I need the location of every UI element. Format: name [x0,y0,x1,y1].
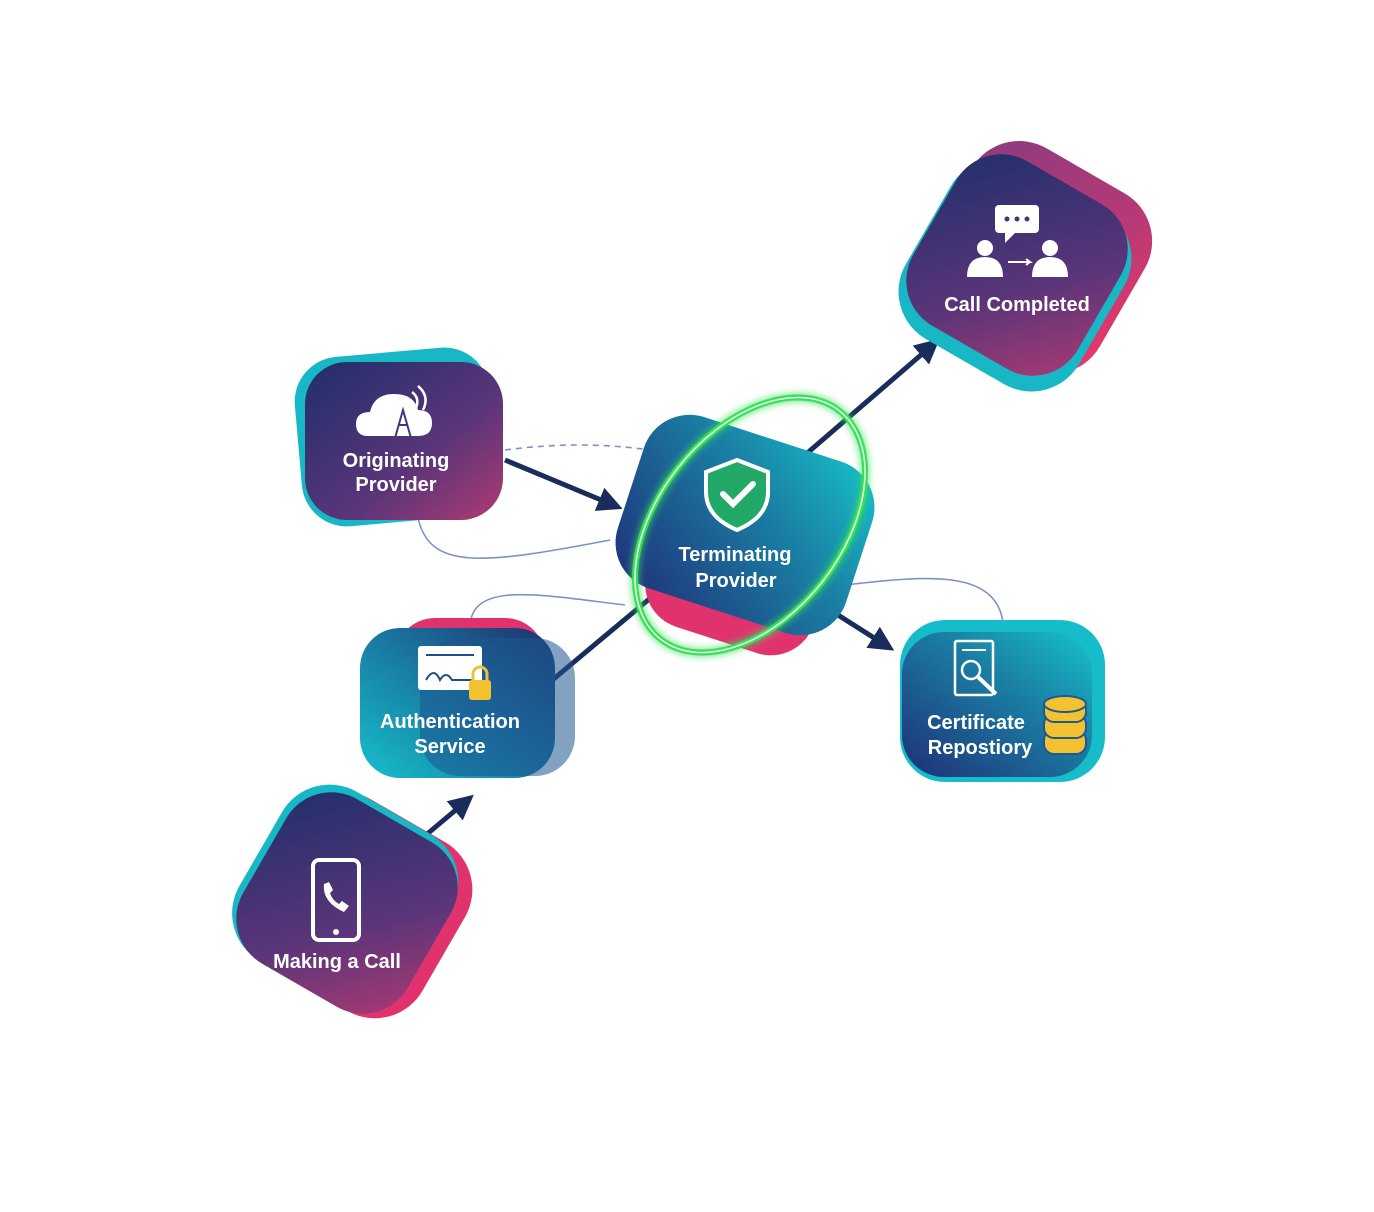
curve-originating-terminating [417,517,611,560]
shield-check-icon [704,457,770,533]
cloud-tower-icon [356,385,432,439]
terminating-label-line1: Terminating [679,544,792,566]
document-search-database-icon [953,639,1087,755]
curve-terminating-certificate [844,577,1004,623]
arrow-terminating-to-certificate [836,612,895,651]
people-chat-icon [967,205,1068,277]
connectors [417,444,1004,629]
originating-label-line2: Provider [355,474,436,496]
certificate-label-line2: Repostiory [928,737,1033,759]
node-making-a-call[interactable]: Making a Call [212,764,493,1038]
authentication-label-line1: Authentication [380,711,520,733]
phone-icon [311,858,361,942]
arrow-originating-to-terminating [504,457,623,511]
node-terminating-provider[interactable]: Terminating Provider [588,354,912,696]
originating-label-line1: Originating [343,450,450,472]
arrow-terminating-to-call-completed [803,338,940,457]
dashed-connector [504,444,651,451]
certificate-label-line1: Certificate [927,712,1025,734]
terminating-label-line2: Provider [695,570,776,592]
call-completed-label: Call Completed [944,294,1090,316]
making-call-label: Making a Call [273,951,401,973]
node-originating-provider[interactable]: Originating Provider [291,344,503,530]
node-call-completed[interactable]: Call Completed [878,121,1172,412]
curve-auth-terminating [469,593,626,629]
authentication-label-line2: Service [414,736,485,758]
certificate-lock-icon [418,646,491,700]
node-certificate-repository[interactable]: Certificate Repostiory [900,620,1105,782]
node-authentication-service[interactable]: Authentication Service [360,618,575,778]
